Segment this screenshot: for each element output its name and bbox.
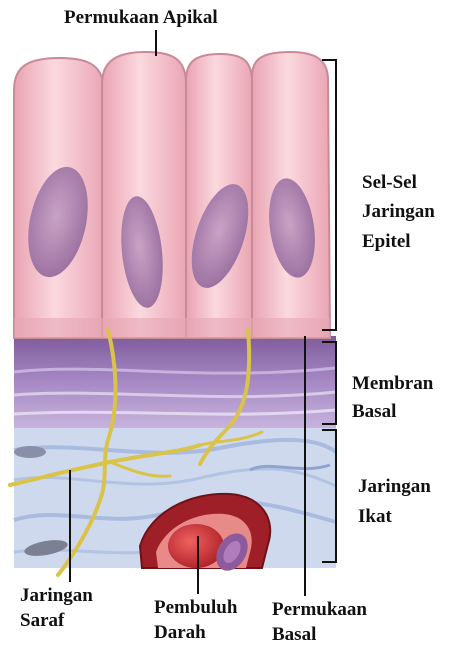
label-nerve-tissue: Jaringan Saraf bbox=[20, 584, 93, 633]
label-basement-membrane: Membran Basal bbox=[352, 370, 433, 425]
label-blood-vessel: Pembuluh Darah bbox=[154, 596, 237, 645]
epithelial-cells bbox=[14, 52, 330, 338]
label-apical-surface: Permukaan Apikal bbox=[64, 6, 218, 31]
label-epithelial-cells: Sel-Sel Jaringan Epitel bbox=[362, 168, 435, 256]
red-blood-cell bbox=[168, 524, 224, 568]
basement-membrane-layer bbox=[14, 336, 336, 428]
label-connective-tissue: Jaringan Ikat bbox=[358, 472, 431, 533]
label-basal-surface: Permukaan Basal bbox=[272, 598, 367, 647]
fibroblast-cell bbox=[14, 446, 46, 458]
